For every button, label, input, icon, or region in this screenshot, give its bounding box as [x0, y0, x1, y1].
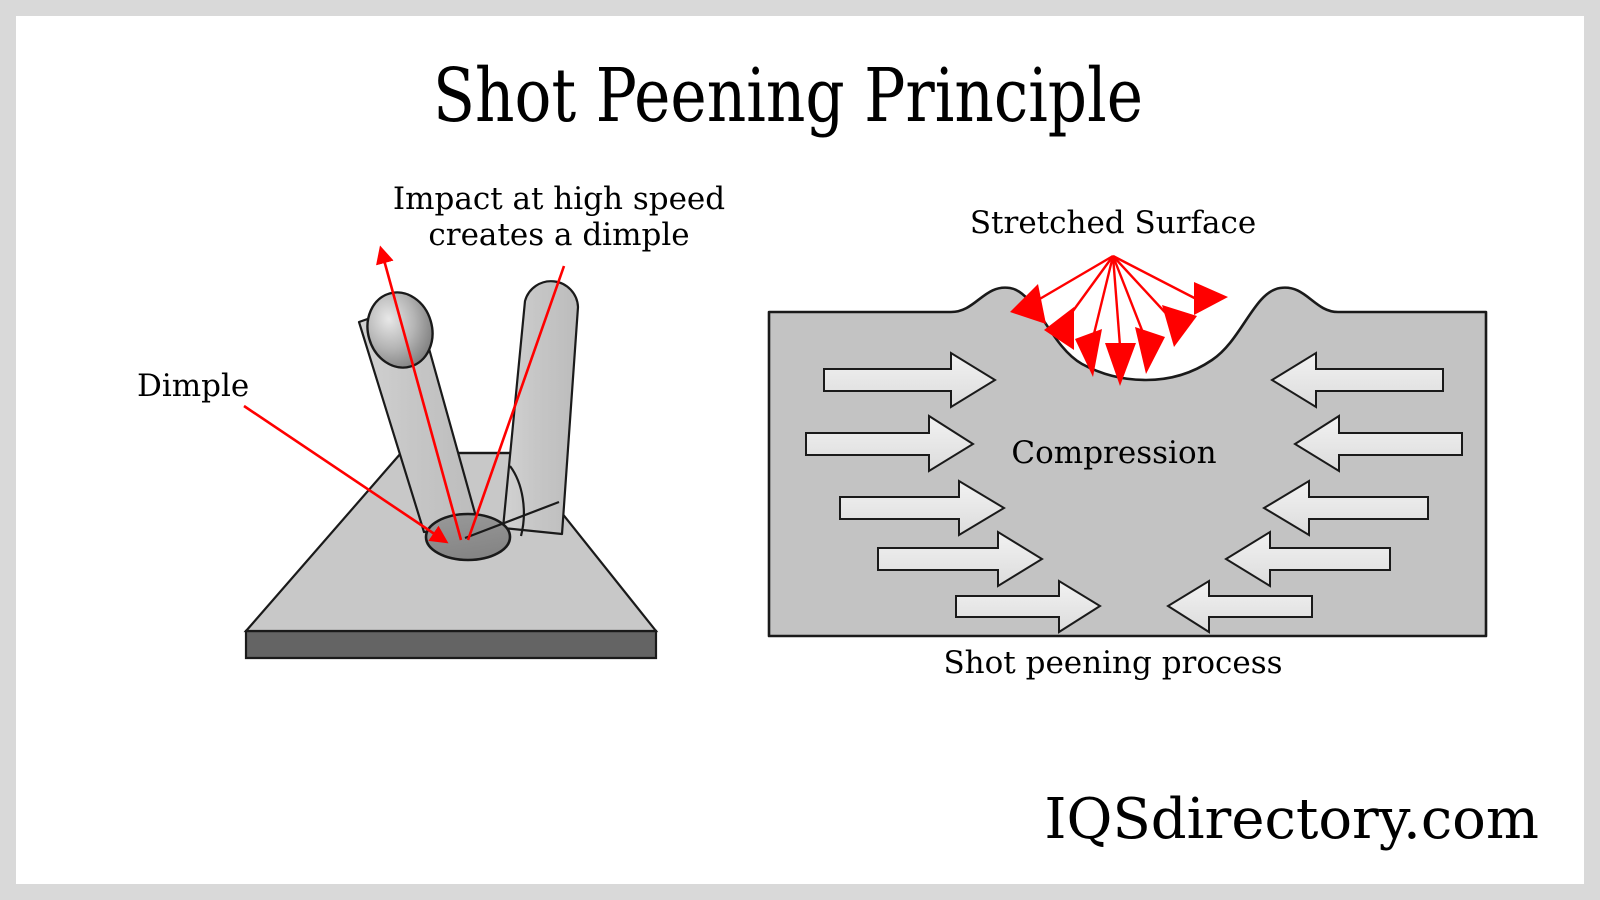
- dimple-pointer-arrow: [243, 404, 449, 544]
- compression-label: Compression: [1011, 435, 1216, 471]
- right-compression-arrow-5: [1166, 579, 1313, 634]
- compression-stress-illustration: Stretched Surface Compression Shot peeni…: [767, 205, 1488, 681]
- impact-fan-origin: [1010, 254, 1228, 386]
- impact-arrow-5-head: [1135, 327, 1165, 374]
- impact-arrow-5: [1111, 255, 1149, 344]
- dimple-tangent-line: [464, 500, 560, 540]
- watermark: IQSdirectory.com: [1044, 787, 1539, 852]
- left-compression-arrows: [805, 351, 1102, 634]
- impact-arrow-7: [1112, 254, 1207, 306]
- right-compression-arrow-2: [1293, 414, 1463, 473]
- impact-arrow-7-head: [1194, 282, 1228, 315]
- shot-sphere-cap: [366, 291, 434, 369]
- diagram-svg: Shot Peening Principle: [137, 53, 1539, 852]
- process-caption: Shot peening process: [943, 645, 1282, 681]
- impact-arrow-6: [1112, 255, 1174, 322]
- left-compression-arrow-3: [839, 479, 1006, 537]
- dimple-label: Dimple: [137, 368, 249, 404]
- right-compression-arrows: [1166, 351, 1463, 634]
- impact-arrow-3: [1089, 255, 1115, 347]
- impact-dimple-illustration: Impact at high speed creates a dimple Di…: [137, 181, 725, 660]
- impact-arrow-4-head: [1105, 343, 1136, 386]
- impact-arrow-3-head: [1075, 329, 1102, 377]
- impact-arrow-2-head: [1044, 307, 1074, 350]
- left-compression-arrow-1: [823, 351, 997, 409]
- left-compression-arrow-5: [955, 579, 1102, 634]
- rebound-direction-arrow: [376, 245, 463, 541]
- stretched-surface-label: Stretched Surface: [970, 205, 1256, 241]
- incoming-shot-path: [501, 280, 580, 536]
- impact-label-leader: [466, 265, 566, 541]
- dimple-arc-detail: [509, 465, 525, 537]
- left-compression-arrow-4: [877, 530, 1044, 588]
- right-compression-arrow-1: [1270, 351, 1444, 409]
- page-title: Shot Peening Principle: [433, 53, 1143, 139]
- impact-arrow-6-head: [1162, 305, 1197, 347]
- impact-label-line2: creates a dimple: [428, 217, 689, 253]
- left-compression-arrow-2: [805, 414, 975, 473]
- diagram-canvas: Shot Peening Principle: [16, 16, 1584, 884]
- right-compression-arrow-3: [1262, 479, 1429, 537]
- right-compression-arrow-4: [1224, 530, 1391, 588]
- impact-arrow-4: [1111, 255, 1122, 347]
- impact-arrow-1-head: [1010, 284, 1046, 324]
- workpiece-edge: [244, 629, 658, 660]
- impact-label-line1: Impact at high speed: [393, 181, 725, 217]
